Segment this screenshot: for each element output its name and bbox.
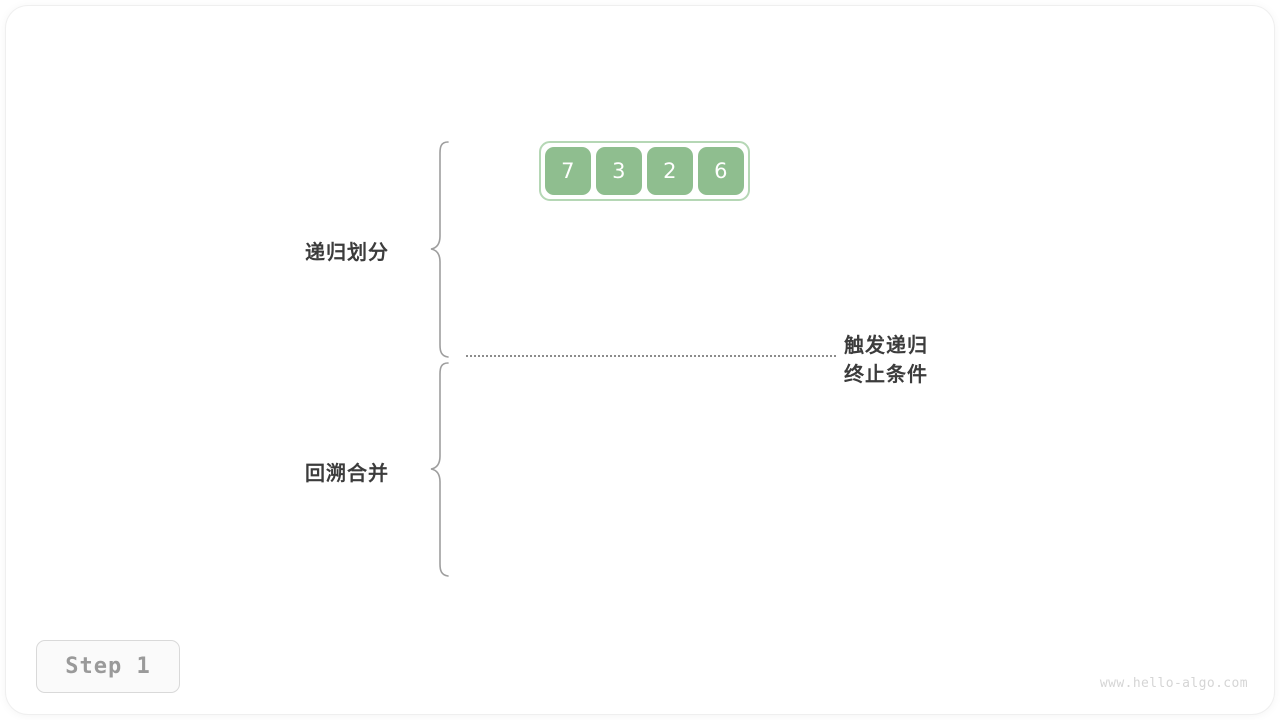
- brace-divide-icon: [428, 138, 454, 362]
- recursion-terminate-annotation: 触发递归 终止条件: [844, 331, 928, 389]
- brace-merge-icon: [428, 359, 454, 581]
- array-cell[interactable]: 7: [545, 147, 591, 195]
- section-label-merge: 回溯合并: [305, 461, 389, 485]
- step-badge: Step 1: [36, 640, 180, 693]
- array-cell[interactable]: 6: [698, 147, 744, 195]
- array-cell[interactable]: 2: [647, 147, 693, 195]
- array-container: 7 3 2 6: [539, 141, 750, 201]
- watermark: www.hello-algo.com: [1099, 676, 1248, 691]
- section-label-divide: 递归划分: [305, 240, 389, 264]
- annotation-line-1: 触发递归: [844, 333, 928, 357]
- card-frame: [6, 6, 1274, 714]
- array-cell[interactable]: 3: [596, 147, 642, 195]
- recursion-boundary-separator: [466, 355, 836, 357]
- annotation-line-2: 终止条件: [844, 362, 928, 386]
